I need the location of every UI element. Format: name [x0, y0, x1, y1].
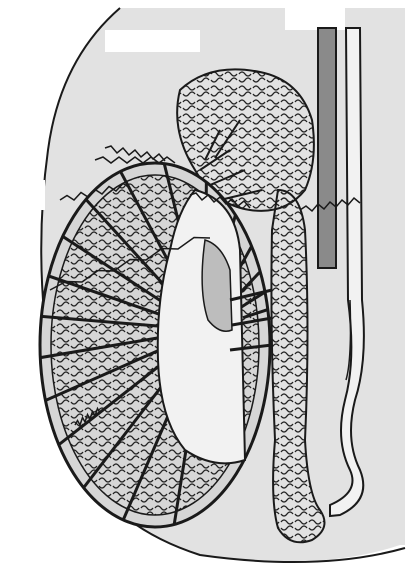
ductus-deferens: [318, 28, 336, 268]
